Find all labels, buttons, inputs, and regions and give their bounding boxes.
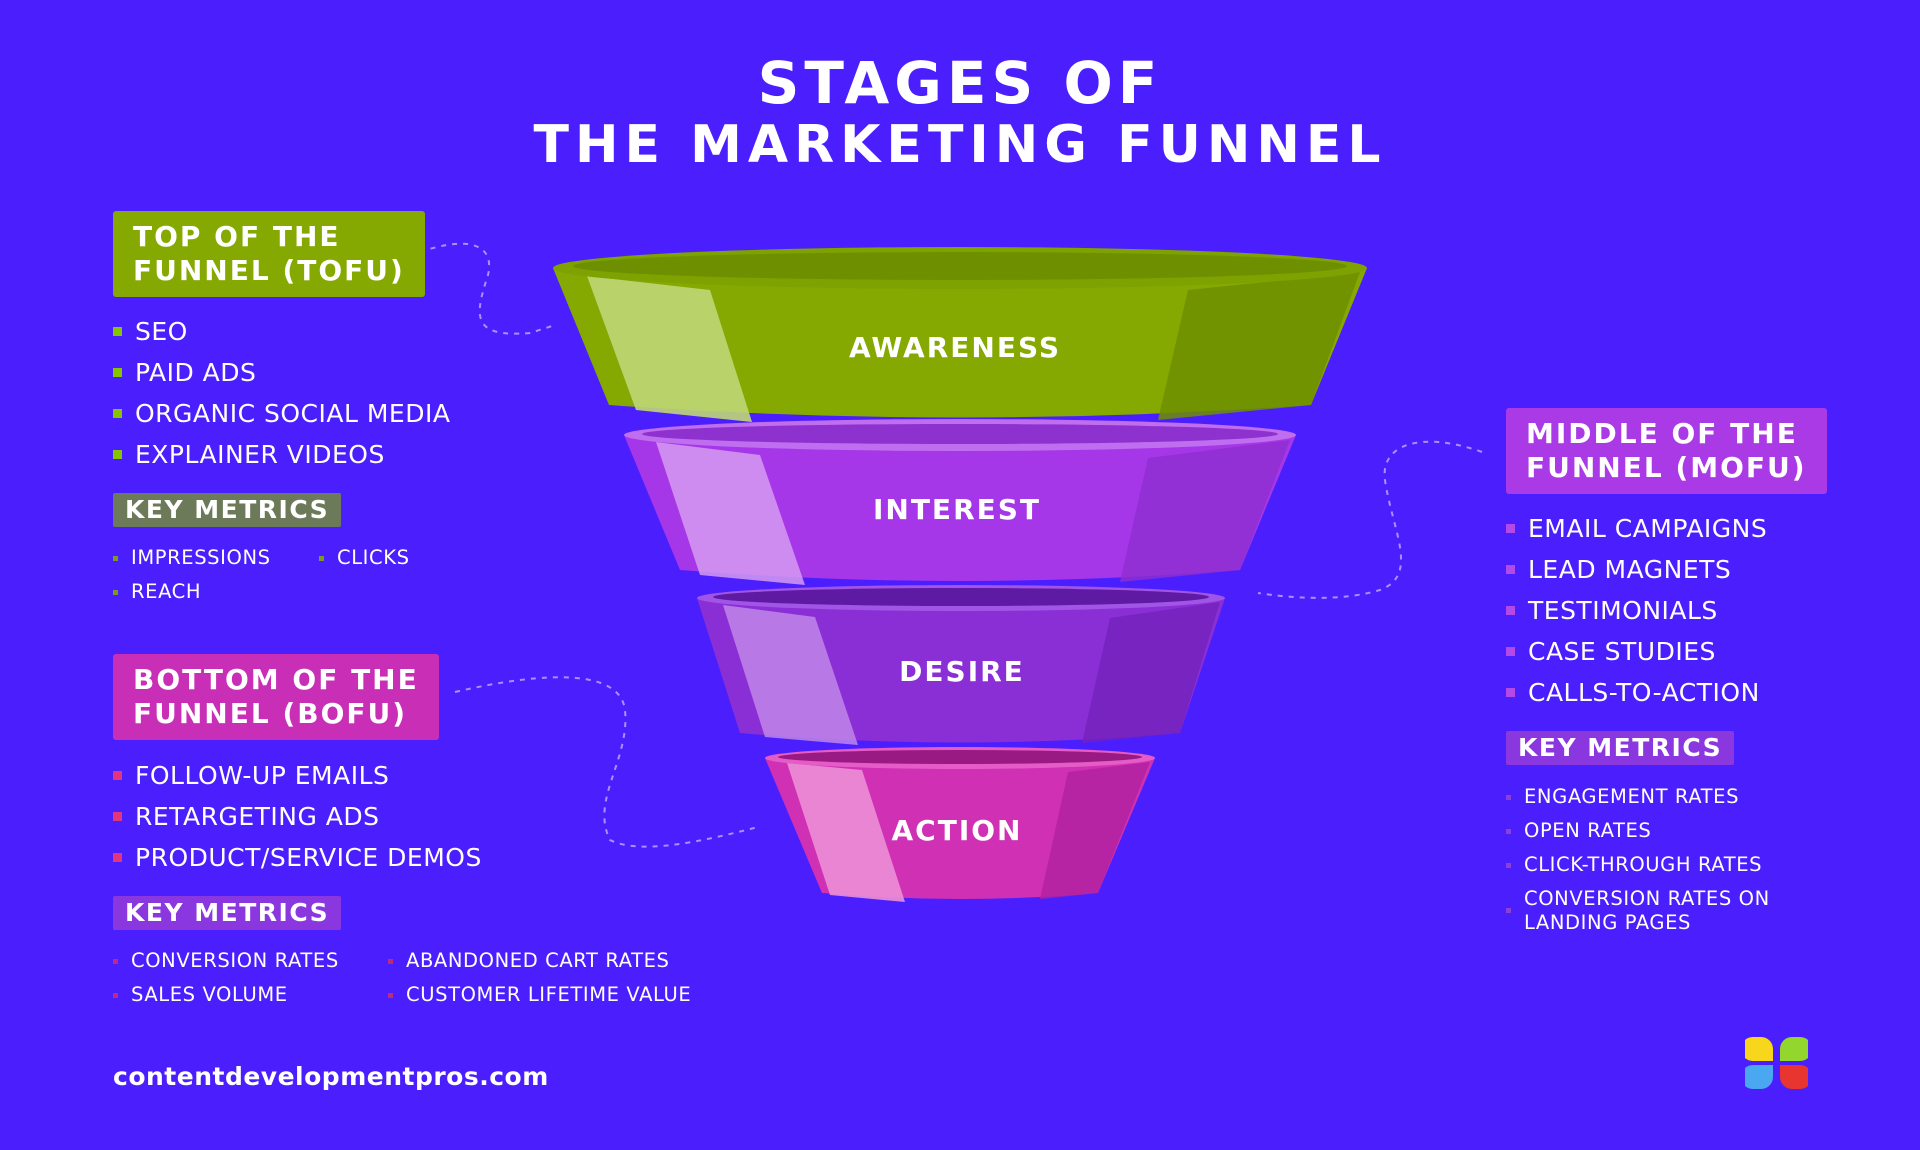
bullet-square <box>113 812 122 821</box>
bullet-dot <box>113 993 118 998</box>
bullet-square <box>113 409 122 418</box>
tofu-list: SEO PAID ADS ORGANIC SOCIAL MEDIA EXPLAI… <box>113 311 450 475</box>
website-link[interactable]: contentdevelopmentpros.com <box>113 1062 549 1091</box>
list-item: EMAIL CAMPAIGNS <box>1506 508 1767 549</box>
list-item: TESTIMONIALS <box>1506 590 1767 631</box>
list-item: SEO <box>113 311 450 352</box>
mofu-label-line-1: MIDDLE OF THE <box>1526 417 1798 450</box>
stage-label-desire: DESIRE <box>899 655 1025 688</box>
mofu-label-line-2: FUNNEL (MOFU) <box>1526 451 1807 484</box>
bullet-dot <box>319 556 324 561</box>
tofu-metric: REACH <box>113 580 201 604</box>
bofu-label-line-2: FUNNEL (BOFU) <box>133 697 408 730</box>
bofu-metric: CUSTOMER LIFETIME VALUE <box>388 983 691 1007</box>
bullet-square <box>1506 565 1515 574</box>
bullet-dot <box>113 959 118 964</box>
bullet-square <box>113 853 122 862</box>
bullet-dot <box>1506 795 1511 800</box>
bullet-dot <box>1506 829 1511 834</box>
list-item: EXPLAINER VIDEOS <box>113 434 450 475</box>
tofu-metric: IMPRESSIONS <box>113 546 271 570</box>
funnel-stage-interest: INTEREST <box>624 419 1296 585</box>
bofu-label-line-1: BOTTOM OF THE <box>133 663 419 696</box>
bullet-dot <box>113 556 118 561</box>
list-item: PAID ADS <box>113 352 450 393</box>
stage-label-awareness: AWARENESS <box>849 331 1061 364</box>
bullet-square <box>1506 688 1515 697</box>
tofu-key-metrics-label: KEY METRICS <box>113 493 342 527</box>
bofu-key-metrics-label: KEY METRICS <box>113 896 342 930</box>
bullet-dot <box>113 590 118 595</box>
tofu-metric: CLICKS <box>319 546 410 570</box>
list-item: FOLLOW-UP EMAILS <box>113 755 482 796</box>
mofu-label: MIDDLE OF THE FUNNEL (MOFU) <box>1506 408 1827 494</box>
list-item: CALLS-TO-ACTION <box>1506 672 1767 713</box>
tofu-connector <box>419 242 553 335</box>
page-title-line-2: THE MARKETING FUNNEL <box>533 115 1387 175</box>
page-title-line-1: STAGES OF <box>757 49 1163 117</box>
list-item: RETARGETING ADS <box>113 796 482 837</box>
list-item: PRODUCT/SERVICE DEMOS <box>113 837 482 878</box>
bullet-dot <box>1506 908 1511 913</box>
bofu-metric: SALES VOLUME <box>113 983 288 1007</box>
bullet-square <box>113 327 122 336</box>
funnel-stage-awareness: AWARENESS <box>553 247 1367 422</box>
tofu-label-line-2: FUNNEL (TOFU) <box>133 254 405 287</box>
bofu-label: BOTTOM OF THE FUNNEL (BOFU) <box>113 654 439 740</box>
list-item: LEAD MAGNETS <box>1506 549 1767 590</box>
bofu-connector <box>454 676 759 848</box>
funnel-stage-desire: DESIRE <box>697 585 1225 745</box>
bofu-metric: ABANDONED CART RATES <box>388 949 670 973</box>
bullet-square <box>113 450 122 459</box>
mofu-key-metrics-label: KEY METRICS <box>1506 731 1735 765</box>
bullet-square <box>1506 524 1515 533</box>
tofu-label: TOP OF THE FUNNEL (TOFU) <box>113 211 425 297</box>
bofu-list: FOLLOW-UP EMAILS RETARGETING ADS PRODUCT… <box>113 755 482 878</box>
bullet-square <box>1506 647 1515 656</box>
bullet-dot <box>388 993 393 998</box>
mofu-connector <box>1257 440 1483 599</box>
stage-label-action: ACTION <box>892 814 1023 847</box>
mofu-metric: OPEN RATES <box>1506 819 1651 843</box>
bullet-dot <box>388 959 393 964</box>
bullet-square <box>113 771 122 780</box>
bullet-square <box>1506 606 1515 615</box>
bofu-metric: CONVERSION RATES <box>113 949 339 973</box>
marketing-funnel: AWARENESS INTEREST DESIRE ACTION <box>553 247 1367 902</box>
flower-logo-icon <box>1745 1037 1808 1089</box>
stage-label-interest: INTEREST <box>873 493 1041 526</box>
bullet-square <box>113 368 122 377</box>
funnel-stage-action: ACTION <box>765 747 1155 902</box>
mofu-list: EMAIL CAMPAIGNS LEAD MAGNETS TESTIMONIAL… <box>1506 508 1767 713</box>
tofu-label-line-1: TOP OF THE <box>133 220 341 253</box>
mofu-metric: ENGAGEMENT RATES <box>1506 785 1739 809</box>
bullet-dot <box>1506 863 1511 868</box>
list-item: ORGANIC SOCIAL MEDIA <box>113 393 450 434</box>
mofu-metric: CLICK-THROUGH RATES <box>1506 853 1762 877</box>
list-item: CASE STUDIES <box>1506 631 1767 672</box>
